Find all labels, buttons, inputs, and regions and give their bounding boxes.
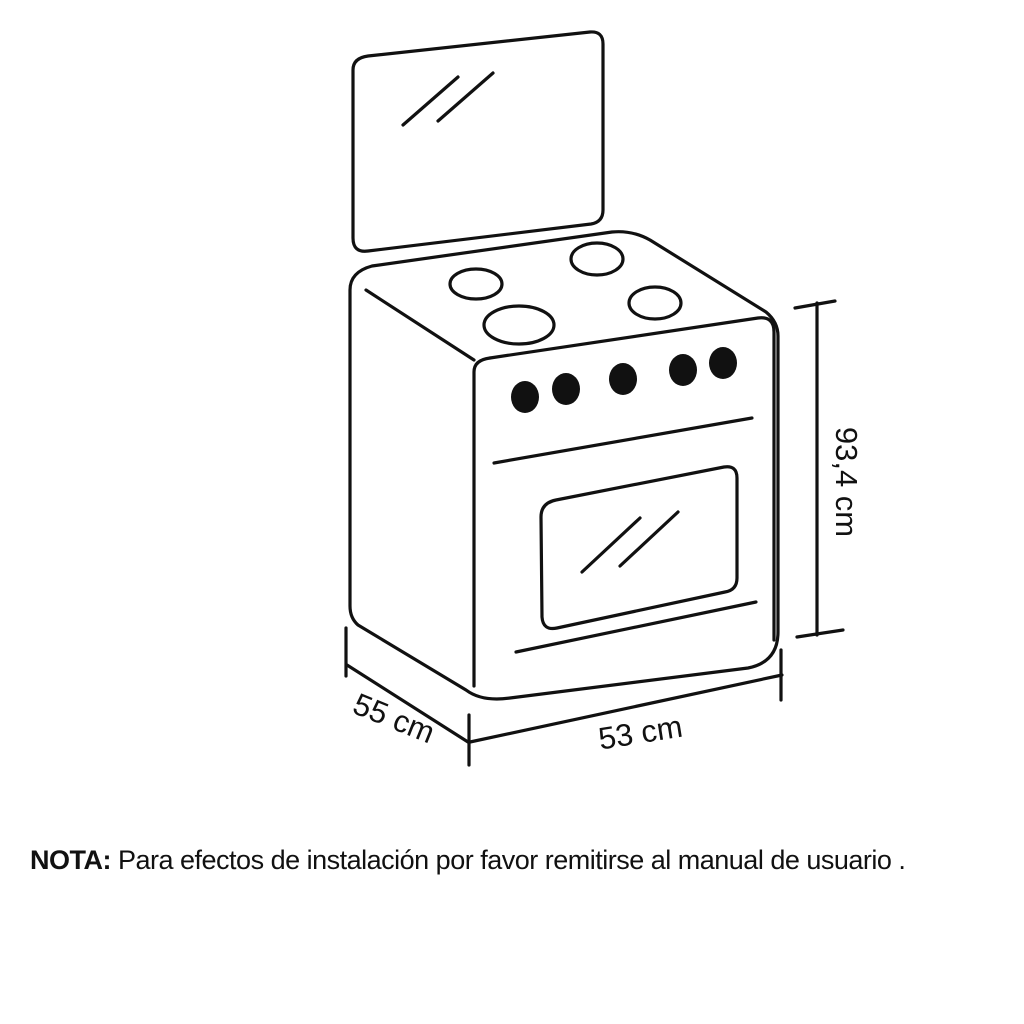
height-dimension-tick: [795, 628, 845, 639]
knob: [552, 373, 580, 405]
knob: [511, 381, 539, 413]
drawer-line: [514, 600, 758, 654]
oven-window-reflection-line: [618, 510, 680, 568]
depth-dimension-line: [345, 663, 470, 744]
knob: [609, 363, 637, 395]
burner-back-left: [448, 267, 504, 301]
stove-body: [348, 230, 780, 701]
note-text: Para efectos de instalación por favor re…: [110, 845, 906, 875]
note-label: NOTA:: [30, 845, 111, 875]
installation-note: NOTA: Para efectos de instalación por fa…: [30, 845, 1010, 876]
height-dimension-tick: [793, 299, 837, 310]
knob: [709, 347, 737, 379]
front-panel-left-edge: [472, 356, 492, 688]
knob: [669, 354, 697, 386]
control-panel-divider: [492, 416, 754, 465]
burner-front-right: [627, 285, 683, 321]
width-dimension-label: 53 cm: [596, 709, 685, 757]
burner-front-left: [482, 304, 556, 346]
cooktop-side-edge: [364, 288, 476, 362]
height-dimension-label: 93,4 cm: [829, 427, 864, 537]
width-dimension-line: [468, 673, 784, 744]
lid-reflection-line: [436, 71, 495, 123]
oven-window: [539, 465, 739, 631]
oven-window-reflection-line: [580, 516, 642, 574]
burner-back-right: [569, 241, 625, 277]
front-panel: [488, 316, 776, 642]
lid-reflection-line: [401, 75, 460, 127]
glass-lid: [351, 30, 605, 253]
stove-dimension-diagram: 93,4 cm 53 cm 55 cm: [344, 30, 864, 767]
